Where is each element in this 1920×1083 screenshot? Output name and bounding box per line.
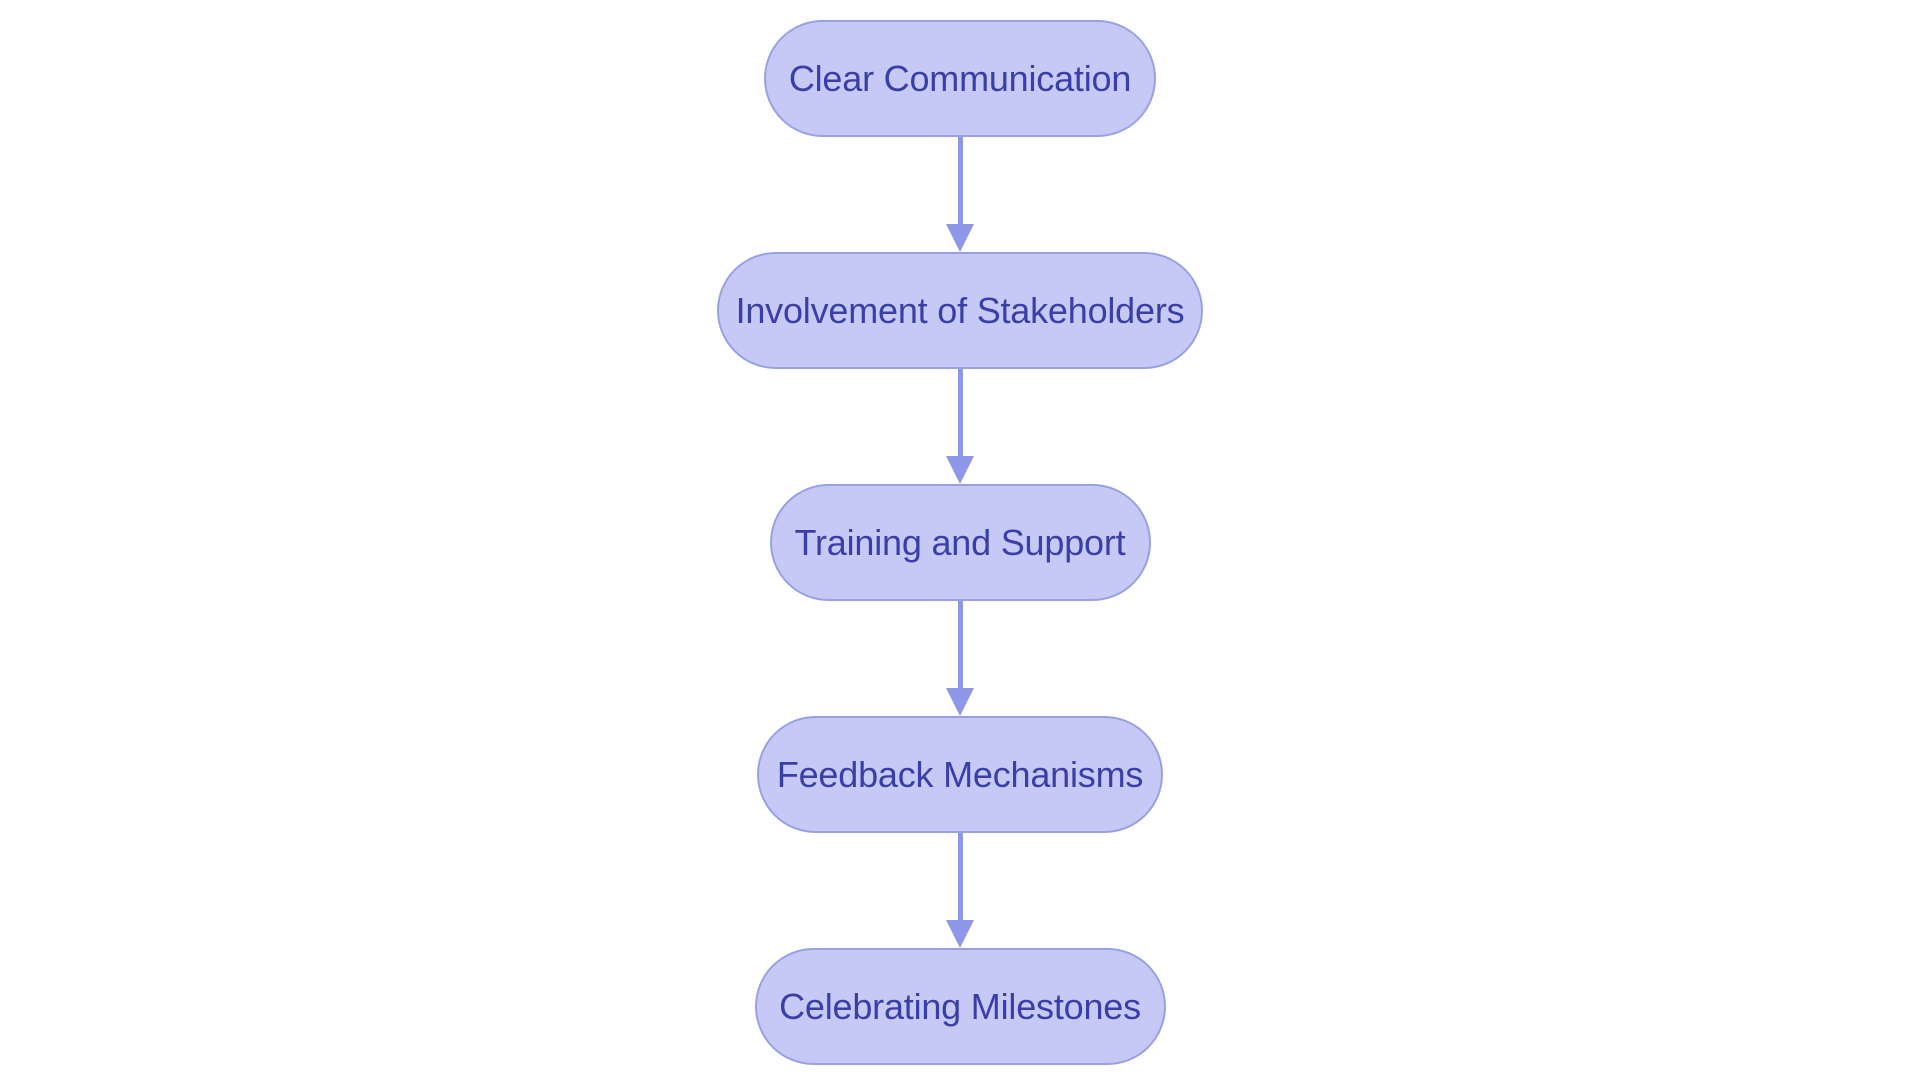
arrow-shaft bbox=[957, 369, 963, 457]
flow-arrow-3 bbox=[946, 601, 974, 716]
node-label: Clear Communication bbox=[788, 57, 1132, 99]
arrow-down-icon bbox=[946, 688, 974, 716]
node-label: Training and Support bbox=[794, 521, 1126, 563]
node-label: Celebrating Milestones bbox=[779, 985, 1141, 1027]
flow-arrow-4 bbox=[946, 833, 974, 948]
flow-node-clear-communication: Clear Communication bbox=[764, 20, 1156, 137]
arrow-down-icon bbox=[946, 456, 974, 484]
flow-node-training-and-support: Training and Support bbox=[769, 484, 1151, 601]
node-label: Involvement of Stakeholders bbox=[735, 289, 1185, 331]
arrow-shaft bbox=[957, 137, 963, 225]
flow-node-feedback-mechanisms: Feedback Mechanisms bbox=[757, 716, 1163, 833]
flow-arrow-1 bbox=[946, 137, 974, 252]
arrow-down-icon bbox=[946, 920, 974, 948]
flow-arrow-2 bbox=[946, 369, 974, 484]
arrow-shaft bbox=[957, 601, 963, 689]
flow-node-celebrating-milestones: Celebrating Milestones bbox=[754, 948, 1166, 1065]
arrow-down-icon bbox=[946, 224, 974, 252]
flow-node-involvement-of-stakeholders: Involvement of Stakeholders bbox=[717, 252, 1203, 369]
arrow-shaft bbox=[957, 833, 963, 921]
node-label: Feedback Mechanisms bbox=[776, 753, 1144, 795]
